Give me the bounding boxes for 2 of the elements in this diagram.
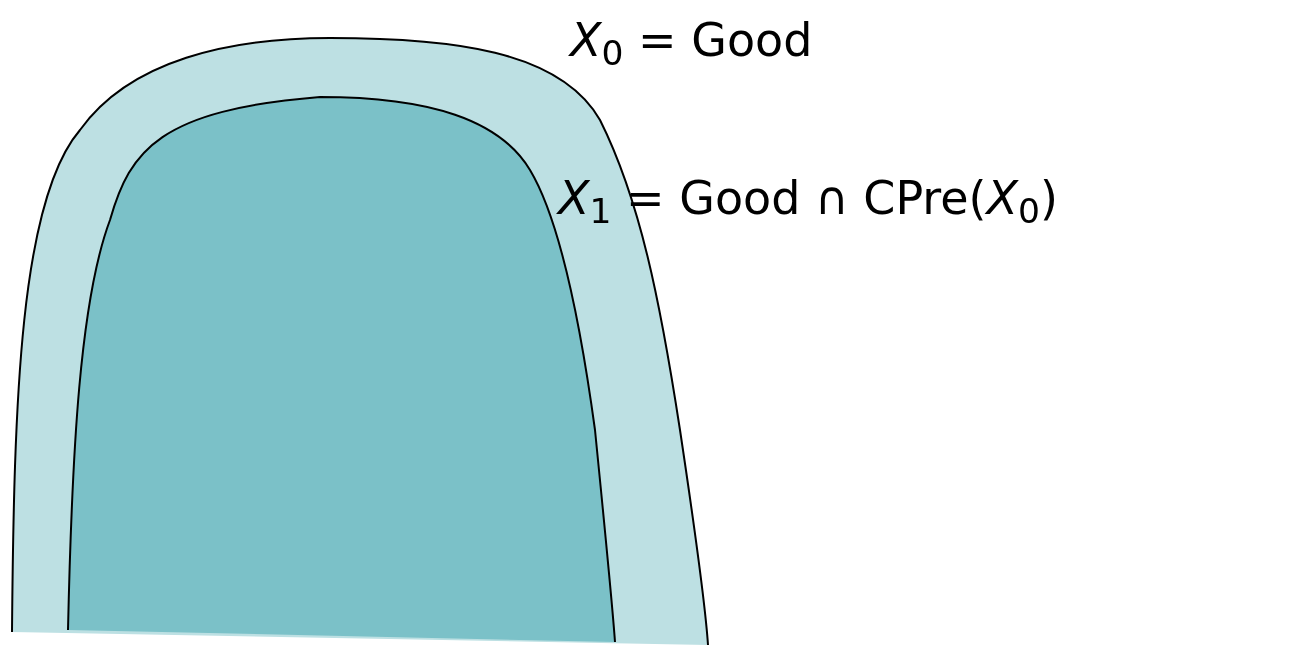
set-label: X$_{0}$ = Good <box>570 12 813 70</box>
set-label: X$_{1}$ = Good ∩ CPre(X$_{0}$) <box>558 170 1058 228</box>
